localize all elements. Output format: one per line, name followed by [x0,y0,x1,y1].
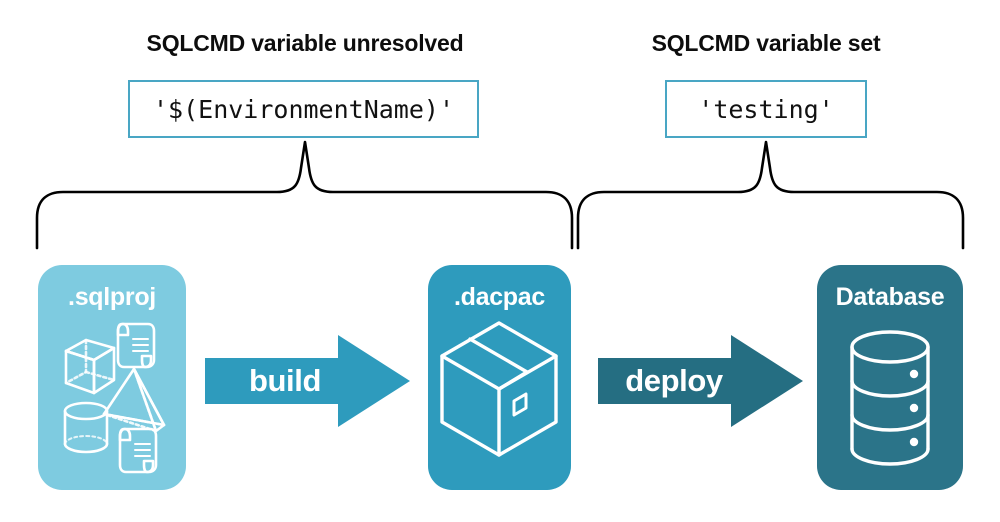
section-title-set: SQLCMD variable set [651,30,881,56]
scroll-icon [118,427,158,474]
brace-left [35,140,574,250]
pipeline-stage-database: Database [817,265,963,490]
pipeline-stage-sqlproj-label: .sqlproj [68,283,156,311]
brace-right [576,140,965,250]
pipeline-stage-dacpac: .dacpac [428,265,571,490]
scroll-icon [116,322,156,369]
package-box-icon [440,321,558,457]
value-text-unresolved: '$(EnvironmentName)' [152,94,455,124]
build-arrow [205,335,410,427]
sqlproj-artwork [38,317,186,482]
sqlproj-icon-group [63,322,166,474]
section-title-unresolved: SQLCMD variable unresolved [146,30,464,56]
build-arrow-shape [205,335,410,427]
cylinder-icon [63,401,109,454]
database-status-dot [909,403,919,413]
pipeline-stage-database-label: Database [835,283,945,311]
value-text-set: 'testing' [698,94,834,124]
deploy-arrow [598,335,803,427]
database-cylinder-icon [850,330,930,466]
value-box-set: 'testing' [665,80,867,138]
database-status-dot [909,369,919,379]
cube-icon [64,338,116,395]
value-box-unresolved: '$(EnvironmentName)' [128,80,479,138]
dacpac-artwork [428,315,571,485]
deploy-arrow-shape [598,335,803,427]
database-artwork [817,323,963,483]
database-status-dot [909,437,919,447]
pipeline-stage-dacpac-label: .dacpac [453,283,545,311]
pipeline-stage-sqlproj: .sqlproj [38,265,186,490]
